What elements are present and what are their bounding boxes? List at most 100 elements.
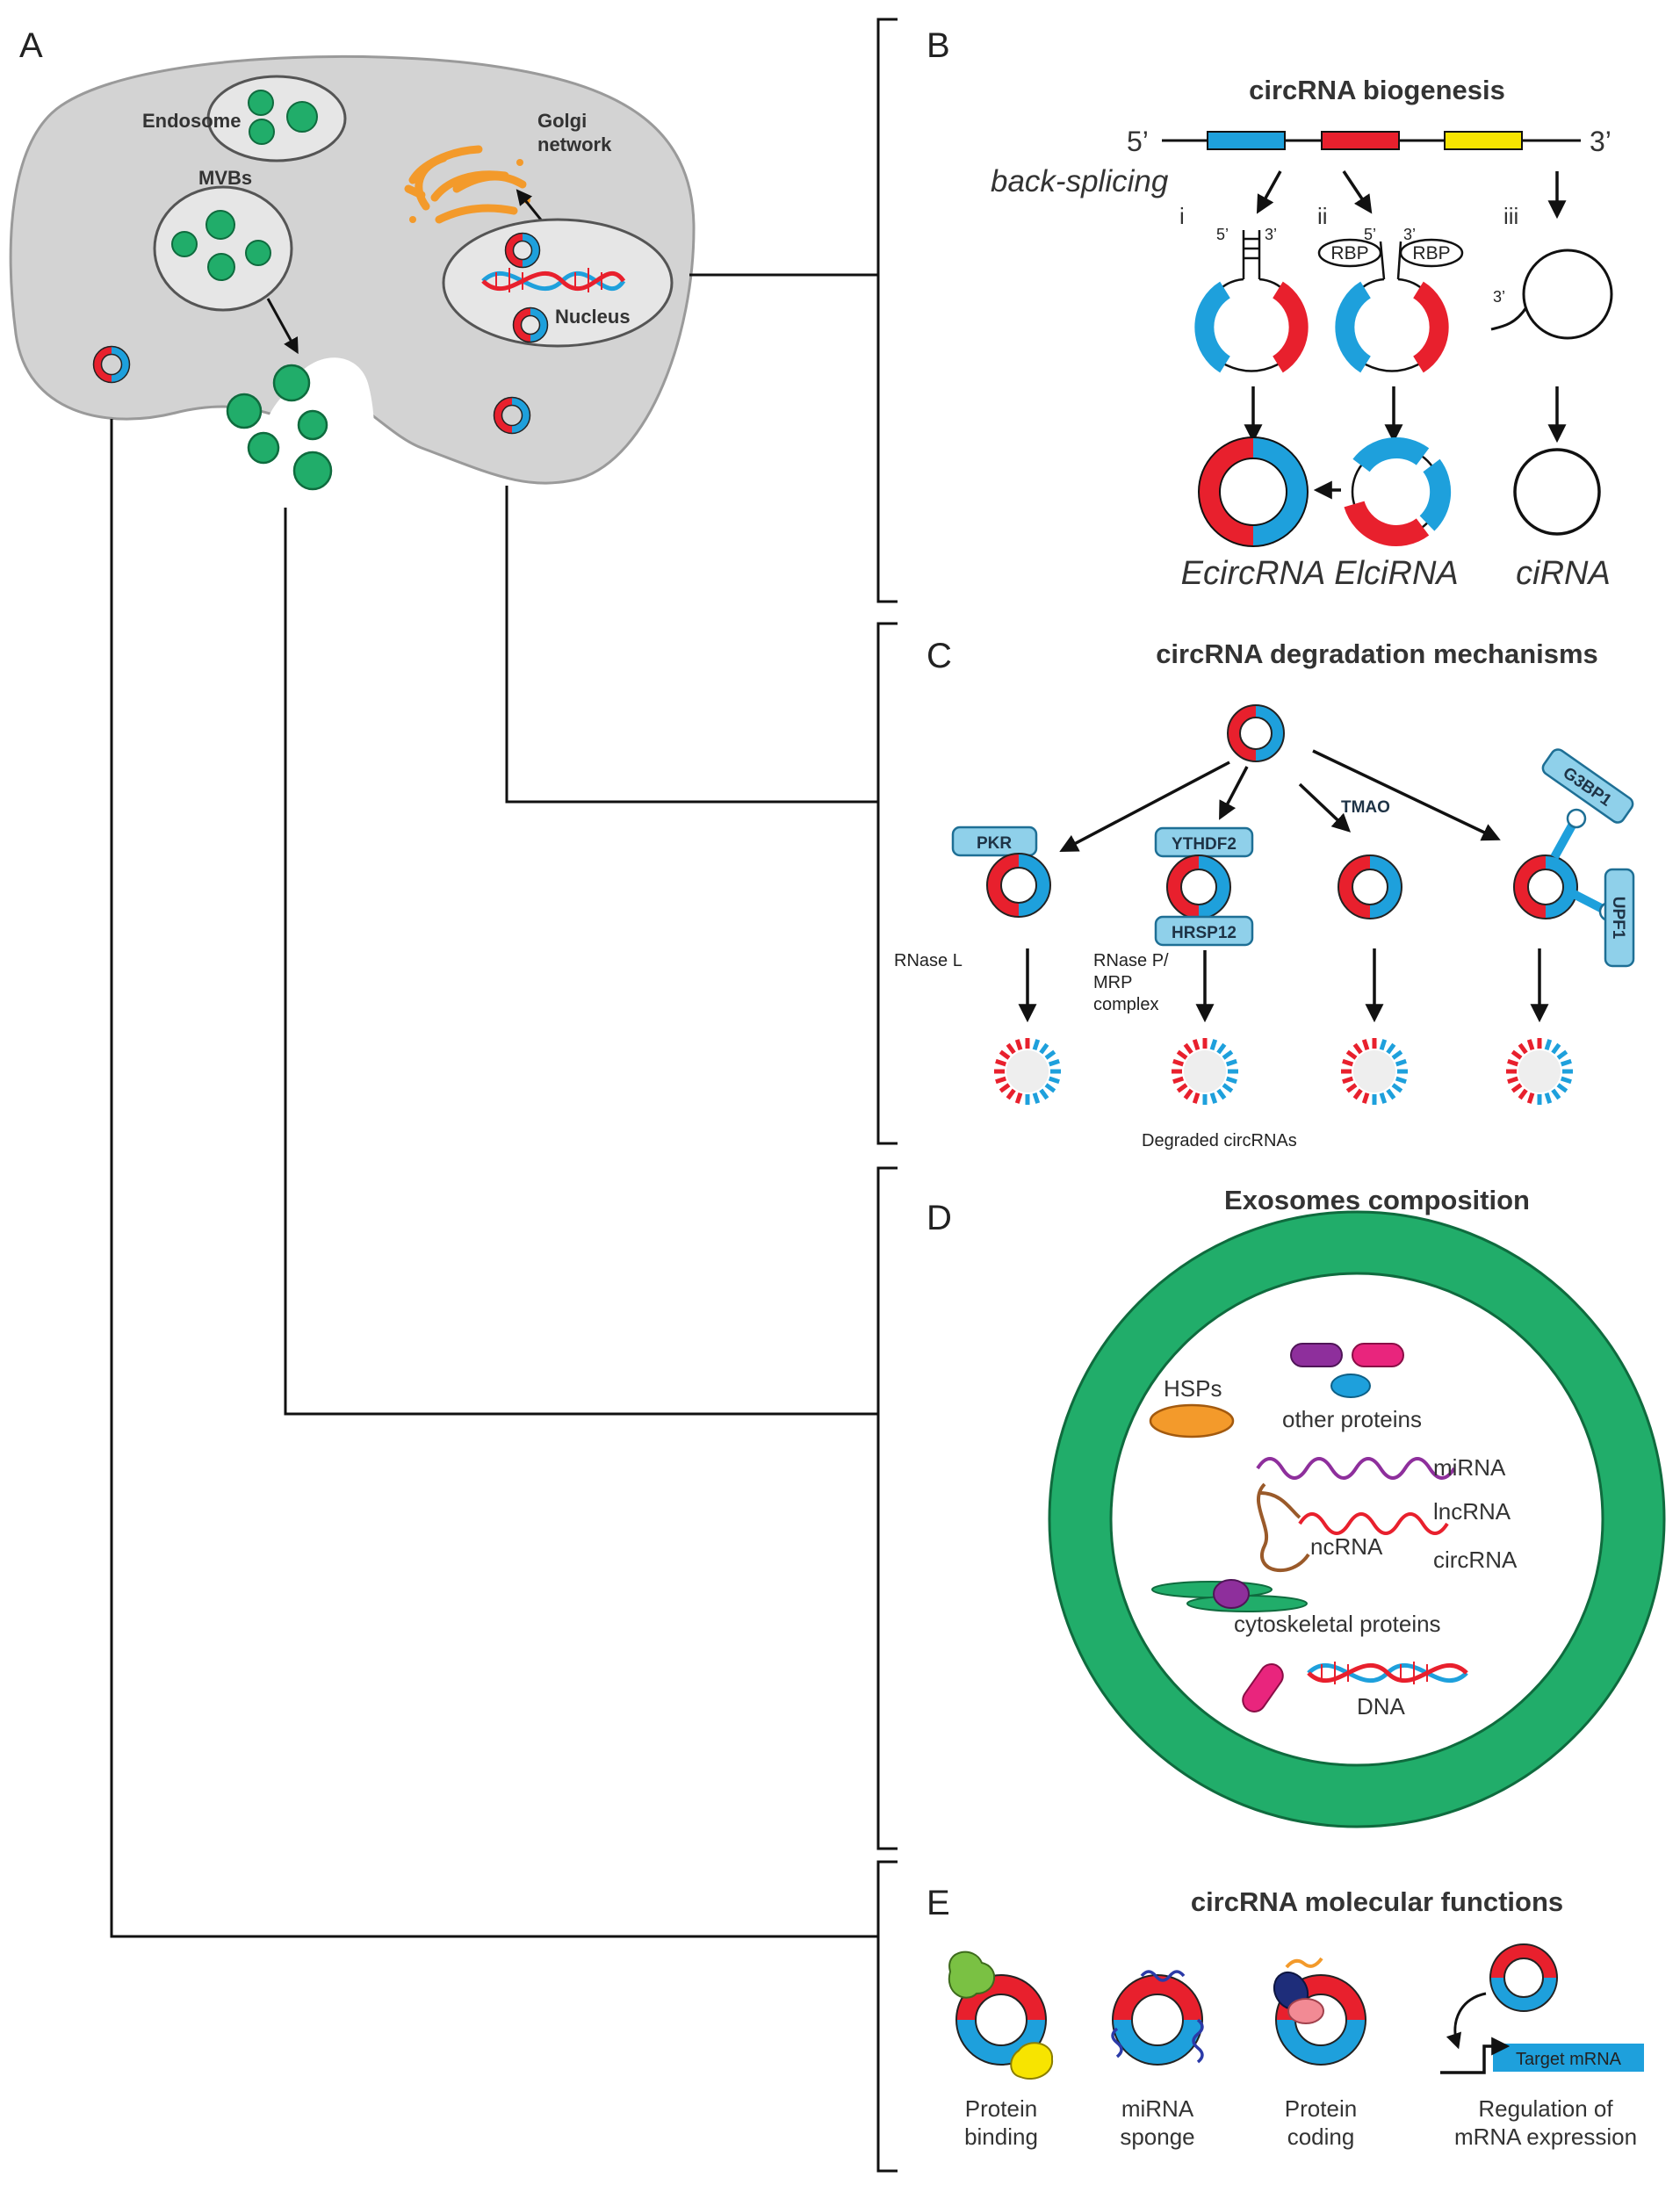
mirna-strand (1256, 1457, 1456, 1480)
regulation-label-1: Regulation of (1478, 2095, 1613, 2122)
ncrna-strand (1257, 1482, 1310, 1572)
arrow-to-tmao (1298, 782, 1352, 833)
cytoskeletal-shapes (1151, 1579, 1308, 1612)
dna-shape (1307, 1662, 1468, 1684)
brackets (876, 18, 898, 2173)
five-prime-label: 5’ (1127, 126, 1149, 157)
upf1-label: UPF1 (1609, 897, 1627, 940)
exon-red (1321, 131, 1400, 150)
ii-5prime: 5’ (1364, 226, 1376, 243)
panel-d: D Exosomes composition HSPs other protei… (927, 1185, 1666, 1828)
regulation-arrow (1446, 1992, 1487, 2050)
panel-a-letter: A (19, 26, 43, 65)
panel-e: E circRNA molecular functions Protein bi… (927, 1884, 1644, 2150)
mvbs-label: MVBs (198, 167, 252, 189)
regulating-circrna (1489, 1943, 1558, 2012)
intermediate-iii: 3’ (1490, 249, 1613, 340)
lncrna-strand (1298, 1512, 1449, 1535)
degraded-circrna-1 (994, 1038, 1061, 1105)
ecircrna (1198, 436, 1309, 547)
ecircrna-label: EcircRNA (1181, 555, 1326, 592)
nucleus: Nucleus (442, 218, 674, 348)
exon-blue (1207, 131, 1286, 150)
degraded-circrna-4 (1506, 1038, 1573, 1105)
exosome-membrane (1049, 1212, 1664, 1827)
pkr-box (951, 826, 1038, 857)
pkr-label: PKR (977, 834, 1012, 853)
arrow-i (1256, 170, 1282, 214)
exon-yellow (1444, 131, 1523, 150)
mvb-arrow (266, 298, 299, 355)
released-exosomes (226, 364, 333, 491)
protein-binding-label-2: binding (964, 2124, 1038, 2150)
cirna-label: ciRNA (1516, 555, 1611, 592)
regulation-label-2: mRNA expression (1454, 2124, 1637, 2150)
arrow-to-g3bp1 (1312, 749, 1501, 841)
endosome-label: Endosome (142, 110, 241, 132)
ythdf2-path: YTHDF2 HRSP12 RNase P/ MRP complex (1093, 826, 1254, 1014)
elcirna (1344, 437, 1452, 546)
arrow-ii (1342, 170, 1373, 214)
hrsp12-label: HRSP12 (1172, 924, 1237, 942)
degraded-circrna-2 (1172, 1038, 1238, 1105)
cytoskeletal-label: cytoskeletal proteins (1234, 1611, 1441, 1637)
three-prime-label: 3’ (1590, 126, 1612, 157)
ii-3prime: 3’ (1403, 226, 1416, 243)
nascent-peptide (1285, 1957, 1323, 1969)
panel-b-title: circRNA biogenesis (1249, 75, 1505, 105)
golgi-label-2: network (537, 133, 612, 155)
elcirna-label: ElciRNA (1334, 555, 1458, 592)
promoter-arrow (1440, 2037, 1511, 2074)
nucleus-circrna-1 (504, 232, 541, 269)
mirna-sponge-circrna (1112, 1974, 1203, 2066)
intermediate-i: 5’ 3’ (1194, 226, 1309, 373)
roman-ii: ii (1317, 203, 1328, 229)
rnase-p-label-2: MRP (1093, 973, 1132, 992)
panel-c-title: circRNA degradation mechanisms (1156, 638, 1598, 669)
arrow-to-ythdf2 (1219, 766, 1249, 820)
rnase-p-label-3: complex (1093, 995, 1158, 1014)
target-mrna-label: Target mRNA (1516, 2050, 1622, 2069)
protein-coding-label-2: coding (1287, 2124, 1355, 2150)
mirna-label: miRNA (1433, 1454, 1506, 1481)
roman-iii: iii (1503, 203, 1518, 229)
degraded-label: Degraded circRNAs (1142, 1131, 1297, 1150)
mvbs: MVBs (153, 167, 293, 312)
golgi-network (404, 145, 530, 224)
dna-associated-protein (1242, 1663, 1284, 1712)
rbp-right-label: RBP (1412, 243, 1450, 263)
nucleus-circrna-2 (512, 306, 549, 343)
ncrna-label: ncRNA (1310, 1533, 1383, 1560)
panel-d-title: Exosomes composition (1224, 1185, 1530, 1215)
arrow-to-pkr (1059, 761, 1230, 852)
cirna (1513, 448, 1601, 536)
panel-b-letter: B (927, 26, 950, 65)
protein-yellow (1010, 2042, 1054, 2080)
upf1-box (1604, 868, 1635, 968)
bound-mirnas (1111, 1970, 1204, 2064)
degraded-circrnas (994, 1038, 1573, 1105)
intermediate-ii: RBP RBP 5’ 3’ (1317, 226, 1464, 373)
circrna-label: circRNA (1433, 1547, 1518, 1573)
lncrna-label: lncRNA (1433, 1498, 1511, 1525)
other-proteins-label: other proteins (1282, 1406, 1422, 1432)
dna-label: DNA (1357, 1693, 1406, 1720)
pkr-path: PKR RNase L (894, 826, 1051, 970)
target-mrna-box (1493, 2044, 1644, 2072)
hsps-label: HSPs (1164, 1375, 1222, 1402)
rnase-l-label: RNase L (894, 951, 963, 970)
roman-i: i (1179, 203, 1185, 229)
cytoplasm-circrna-left (92, 345, 131, 384)
protein-green (948, 1950, 996, 1999)
source-circrna (1227, 704, 1285, 762)
i-5prime: 5’ (1216, 226, 1229, 243)
connector-lines (110, 273, 878, 1938)
endosome: Endosome (142, 75, 347, 162)
mirna-sponge-label-1: miRNA (1121, 2095, 1194, 2122)
panel-b: B circRNA biogenesis 5’ 3’ back-splicing… (927, 26, 1613, 592)
panel-c: C circRNA degradation mechanisms PKR RNa… (894, 637, 1635, 1150)
panel-e-letter: E (927, 1884, 950, 1922)
i-3prime: 3’ (1265, 226, 1277, 243)
golgi-label-1: Golgi (537, 110, 587, 132)
rbp-left-label: RBP (1330, 243, 1368, 263)
